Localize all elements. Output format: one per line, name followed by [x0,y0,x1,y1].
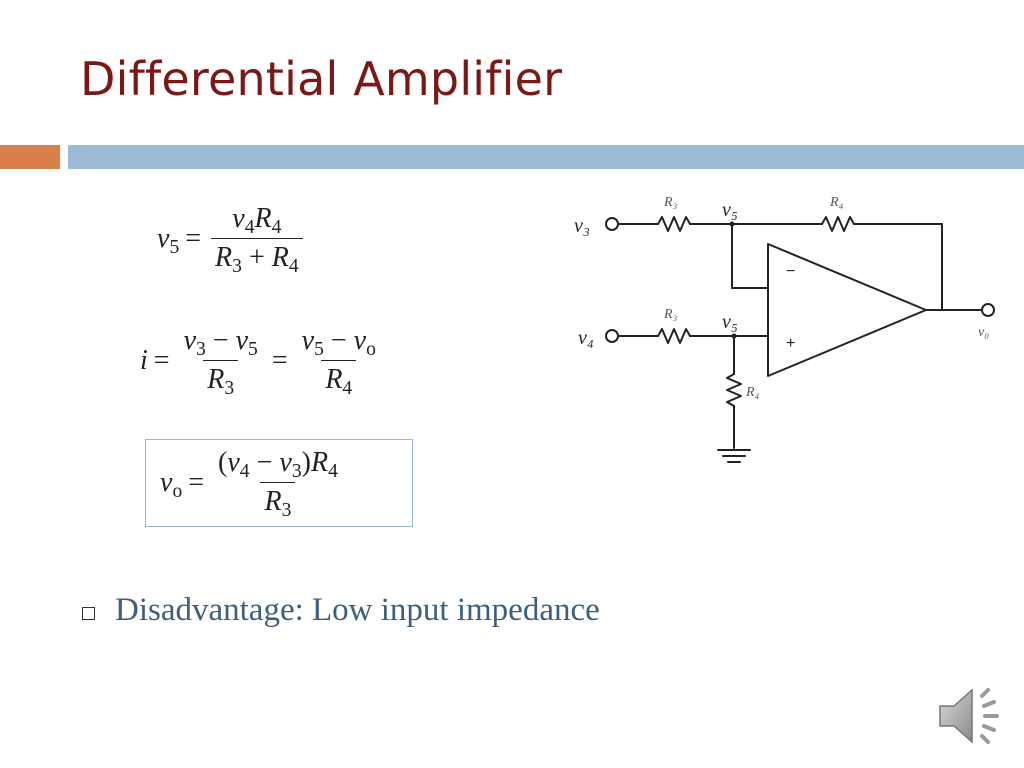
slide-title: Differential Amplifier [80,52,563,106]
resistor-r4-top [821,216,855,232]
eq-current-fraction-2: v5 − vo R4 [301,325,376,399]
result-equation-box [145,439,413,527]
equation-v5: v5 = v4R4 R3 + R4 [157,203,307,276]
eq-current-fraction-1: v3 − v5 R3 [183,325,258,399]
terminal-v3 [605,217,619,231]
eq-vo-fraction: (v4 − v3)R4 R3 [218,447,338,521]
eq-current-equals-2: = [271,344,288,376]
eq-current-lhs: i [140,344,148,376]
eq-v5-lhs: v5 [157,222,180,258]
node-dot-top [729,221,735,227]
label-r4-top: R₄ [829,195,844,210]
terminal-v4 [605,329,619,343]
label-plus: + [786,335,795,352]
label-v5-bottom: v₅ [722,311,738,333]
equation-current: i = v3 − v5 R3 = v5 − vo R4 [140,325,384,399]
eq-v5-fraction: v4R4 R3 + R4 [211,203,303,276]
bullet-item: Disadvantage: Low input impedance [82,592,600,629]
label-r3-top: R₃ [663,195,678,210]
resistor-r4-bottom [726,373,742,407]
eq-vo-lhs: vo [160,466,183,502]
label-v5-top: v₅ [722,199,738,221]
bullet-text: Disadvantage: Low input impedance [115,592,600,628]
label-vo: v₀ [978,325,989,340]
eq-v5-equals: = [185,222,202,254]
label-r4-bottom: R₄ [745,385,760,400]
accent-bar-left [0,145,60,169]
label-minus: − [786,263,795,280]
hollow-square-bullet-icon [82,607,95,620]
equation-vo: vo = (v4 − v3)R4 R3 [160,447,346,521]
label-v3: v₃ [574,215,590,237]
speaker-icon[interactable] [934,682,1006,750]
eq-vo-equals: = [188,466,205,498]
resistor-r3-top [657,216,691,232]
resistor-r3-bottom [657,328,691,344]
accent-bar-main [68,145,1024,169]
label-r3-bottom: R₃ [663,307,678,322]
label-v4: v₄ [578,327,594,349]
terminal-vo [981,303,995,317]
differential-amplifier-circuit: v₃ v₄ v₅ v₅ R₃ R₄ R₃ R₄ v₀ − + [574,195,995,463]
node-dot-bottom [731,333,737,339]
eq-current-equals-1: = [153,344,170,376]
op-amp-triangle [767,243,927,377]
